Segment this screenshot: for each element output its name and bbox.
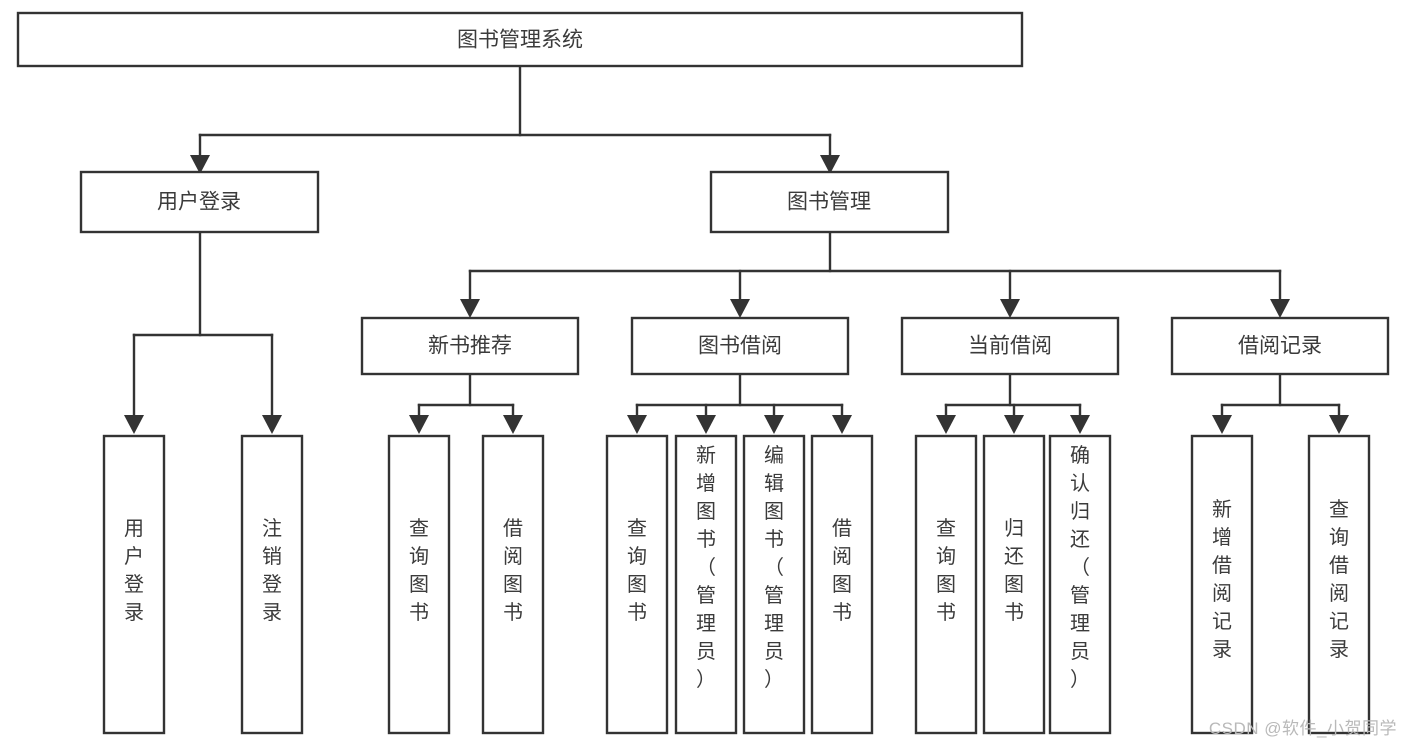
leaf-query-borrow-record-label: 查询借阅记录 — [1329, 498, 1349, 661]
leaf-user-login-label: 用户登录 — [124, 518, 144, 624]
leaf-add-book-admin[interactable]: 新增图书（管理员） — [674, 434, 738, 735]
node-user-login[interactable]: 用户登录 — [79, 170, 320, 234]
leaf-query-book-new-box[interactable] — [387, 434, 451, 735]
arrow-new-l2 — [503, 415, 523, 434]
leaf-query-book-current-label: 查询图书 — [936, 517, 956, 624]
leaf-return-book-label: 归还图书 — [1004, 517, 1024, 624]
leaf-confirm-return-admin[interactable]: 确认归还（管理员） — [1048, 434, 1112, 735]
arrow-record-l2 — [1329, 415, 1349, 434]
leaf-query-book-new[interactable]: 查询图书 — [387, 434, 451, 735]
connector-group — [124, 64, 1349, 434]
arrow-book-c1 — [460, 299, 480, 318]
leaf-query-book-borrow-label: 查询图书 — [627, 517, 647, 624]
node-user-login-label: 用户登录 — [157, 191, 241, 214]
leaf-user-login[interactable]: 用户登录 — [102, 434, 166, 735]
arrow-borrow-l2 — [696, 415, 716, 434]
arrow-user-l1 — [124, 415, 144, 434]
node-borrow-record[interactable]: 借阅记录 — [1170, 316, 1390, 376]
arrow-root-to-book — [820, 155, 840, 174]
node-current-borrow[interactable]: 当前借阅 — [900, 316, 1120, 376]
leaf-query-book-new-label: 查询图书 — [409, 517, 429, 624]
arrow-record-l1 — [1212, 415, 1232, 434]
leaf-borrow-book-new-box[interactable] — [481, 434, 545, 735]
leaf-borrow-book-new[interactable]: 借阅图书 — [481, 434, 545, 735]
node-book-borrow[interactable]: 图书借阅 — [630, 316, 850, 376]
leaf-return-book-box[interactable] — [982, 434, 1046, 735]
node-user-login-box[interactable] — [79, 170, 320, 234]
node-book-borrow-box[interactable] — [630, 316, 850, 376]
leaf-borrow-book-box[interactable] — [810, 434, 874, 735]
leaf-confirm-return-admin-box[interactable] — [1048, 434, 1112, 735]
leaf-query-book-current-box[interactable] — [914, 434, 978, 735]
arrow-new-l1 — [409, 415, 429, 434]
leaf-logout-box[interactable] — [240, 434, 304, 735]
arrow-current-l3 — [1070, 415, 1090, 434]
leaf-query-borrow-record-box[interactable] — [1307, 434, 1371, 735]
arrow-borrow-l4 — [832, 415, 852, 434]
node-root-box[interactable] — [16, 11, 1024, 68]
leaf-confirm-return-admin-label: 确认归还（管理员） — [1070, 444, 1090, 691]
leaf-return-book[interactable]: 归还图书 — [982, 434, 1046, 735]
node-book-borrow-label: 图书借阅 — [698, 335, 782, 358]
node-new-book-recommend[interactable]: 新书推荐 — [360, 316, 580, 376]
leaf-borrow-book[interactable]: 借阅图书 — [810, 434, 874, 735]
node-new-book-recommend-label: 新书推荐 — [428, 335, 512, 358]
leaf-query-borrow-record[interactable]: 查询借阅记录 — [1307, 434, 1371, 735]
arrow-current-l2 — [1004, 415, 1024, 434]
arrow-root-to-user — [190, 155, 210, 174]
node-book-management[interactable]: 图书管理 — [709, 170, 950, 234]
node-book-management-box[interactable] — [709, 170, 950, 234]
arrow-borrow-l3 — [764, 415, 784, 434]
node-root-label: 图书管理系统 — [457, 29, 583, 52]
leaf-query-book-borrow[interactable]: 查询图书 — [605, 434, 669, 735]
leaf-add-book-admin-box[interactable] — [674, 434, 738, 735]
node-borrow-record-label: 借阅记录 — [1238, 335, 1322, 358]
leaf-query-book-borrow-box[interactable] — [605, 434, 669, 735]
arrow-book-c4 — [1270, 299, 1290, 318]
leaf-query-book-current[interactable]: 查询图书 — [914, 434, 978, 735]
leaf-borrow-book-label: 借阅图书 — [832, 517, 852, 624]
leaf-add-borrow-record-box[interactable] — [1190, 434, 1254, 735]
node-root[interactable]: 图书管理系统 — [16, 11, 1024, 68]
node-borrow-record-box[interactable] — [1170, 316, 1390, 376]
leaf-add-borrow-record[interactable]: 新增借阅记录 — [1190, 434, 1254, 735]
leaf-user-login-box[interactable] — [102, 434, 166, 735]
leaf-logout[interactable]: 注销登录 — [240, 434, 304, 735]
node-book-management-label: 图书管理 — [787, 191, 871, 214]
node-current-borrow-label: 当前借阅 — [968, 335, 1052, 358]
leaf-borrow-book-new-label: 借阅图书 — [503, 517, 523, 624]
arrow-user-l2 — [262, 415, 282, 434]
leaf-edit-book-admin-label: 编辑图书（管理员） — [764, 444, 784, 691]
node-current-borrow-box[interactable] — [900, 316, 1120, 376]
leaf-edit-book-admin[interactable]: 编辑图书（管理员） — [742, 434, 806, 735]
arrow-book-c2 — [730, 299, 750, 318]
leaf-add-borrow-record-label: 新增借阅记录 — [1212, 498, 1232, 661]
leaf-add-book-admin-label: 新增图书（管理员） — [696, 444, 716, 691]
leaf-edit-book-admin-box[interactable] — [742, 434, 806, 735]
arrow-borrow-l1 — [627, 415, 647, 434]
leaf-logout-label: 注销登录 — [262, 517, 282, 624]
node-new-book-recommend-box[interactable] — [360, 316, 580, 376]
arrow-book-c3 — [1000, 299, 1020, 318]
arrow-current-l1 — [936, 415, 956, 434]
